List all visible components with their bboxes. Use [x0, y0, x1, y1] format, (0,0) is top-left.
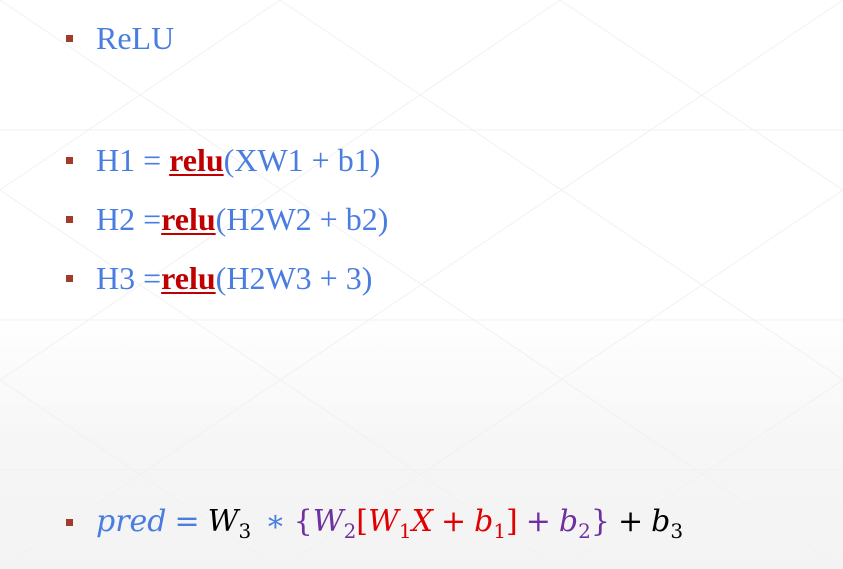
equation-suffix: (H2W2 + b2)	[215, 201, 389, 237]
formula-w1-subscript: 1	[398, 519, 412, 543]
formula-b3-symbol: b	[651, 504, 671, 539]
formula-w2-subscript: 2	[343, 519, 357, 543]
equation-h1: H1 = relu(XW1 + b1)	[96, 140, 380, 180]
formula-right-bracket: ]	[506, 504, 518, 539]
equation-suffix: (XW1 + b1)	[223, 142, 381, 178]
formula-equals: =	[174, 504, 200, 539]
relu-function: relu	[161, 260, 216, 296]
equation-h3: H3 =relu(H2W3 + 3)	[96, 258, 372, 298]
formula-w3-symbol: W	[207, 504, 239, 539]
formula-b3-subscript: 3	[670, 519, 684, 543]
formula-b2: b2	[558, 504, 591, 541]
relu-function: relu	[161, 201, 216, 237]
formula-b1-symbol: b	[474, 504, 494, 539]
bullet-item-relu: ReLU	[66, 18, 174, 58]
formula-b2-subscript: 2	[578, 519, 591, 543]
formula-pred: pred	[96, 504, 167, 539]
equation-prefix: H2 =	[96, 201, 162, 237]
formula-w3-subscript: 3	[238, 519, 252, 543]
bullet-item-h2: H2 =relu(H2W2 + b2)	[66, 199, 388, 239]
formula-x: X	[411, 504, 433, 539]
formula-b1-subscript: 1	[493, 519, 507, 543]
formula-multiply: ∗	[265, 504, 286, 539]
bullet-item-h3: H3 =relu(H2W3 + 3)	[66, 258, 372, 298]
square-bullet-icon	[66, 215, 73, 223]
equation-suffix: (H2W3 + 3)	[215, 260, 373, 296]
relu-function: relu	[169, 142, 224, 178]
prediction-formula: pred=W3∗{W2[W1X+b1]+b2}+b3	[96, 502, 683, 542]
bullet-item-h1: H1 = relu(XW1 + b1)	[66, 140, 380, 180]
equation-prefix: H3 =	[96, 260, 162, 296]
formula-w1: W1	[368, 504, 412, 541]
heading-text: ReLU	[96, 20, 175, 56]
equation-h2: H2 =relu(H2W2 + b2)	[96, 199, 388, 239]
formula-left-brace: {	[293, 504, 313, 539]
formula-plus-1: +	[440, 504, 467, 539]
equation-prefix: H1 =	[96, 142, 170, 178]
formula-b2-symbol: b	[558, 504, 579, 539]
formula-w2-symbol: W	[312, 504, 344, 539]
formula-w3: W3	[207, 504, 252, 541]
formula-w1-symbol: W	[368, 504, 399, 539]
square-bullet-icon	[66, 274, 73, 282]
formula-left-bracket: [	[356, 504, 369, 539]
formula-plus-2: +	[525, 504, 551, 539]
bullet-item-pred: pred=W3∗{W2[W1X+b1]+b2}+b3	[66, 502, 683, 542]
square-bullet-icon	[66, 34, 73, 42]
formula-right-brace: }	[590, 504, 610, 539]
square-bullet-icon	[66, 518, 73, 526]
formula-b1: b1	[474, 504, 506, 541]
formula-b3: b3	[651, 504, 683, 541]
square-bullet-icon	[66, 156, 73, 164]
formula-plus-3: +	[617, 504, 644, 539]
formula-w2: W2	[312, 504, 357, 541]
